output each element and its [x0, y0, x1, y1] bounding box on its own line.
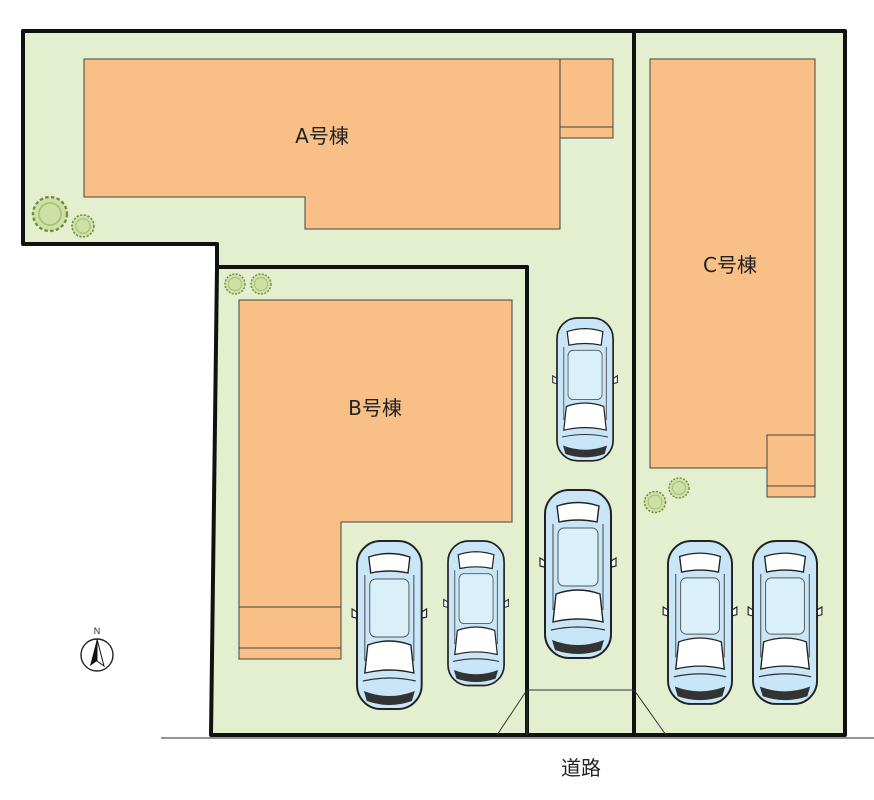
building-c-annex [766, 434, 816, 498]
parked-car [351, 540, 428, 710]
tree [668, 477, 690, 499]
parked-car [539, 489, 617, 659]
building-b [238, 299, 513, 660]
tree [643, 490, 667, 514]
tree [224, 273, 246, 295]
building-a-label: A号棟 [295, 124, 349, 148]
building-c-label: C号棟 [703, 253, 757, 277]
parked-car [747, 540, 823, 705]
building-b-label: B号棟 [348, 396, 402, 420]
driveway-entrance [496, 689, 667, 736]
north-label: N [94, 626, 101, 636]
tree [71, 214, 95, 238]
tree [31, 195, 69, 233]
road-label: 道路 [561, 756, 601, 780]
north-arrow-icon [80, 638, 114, 672]
parked-car [442, 540, 510, 687]
building-a-annex [559, 58, 614, 139]
parked-car [662, 540, 738, 705]
parked-car [551, 317, 619, 462]
tree [250, 273, 272, 295]
building-c [649, 58, 816, 469]
